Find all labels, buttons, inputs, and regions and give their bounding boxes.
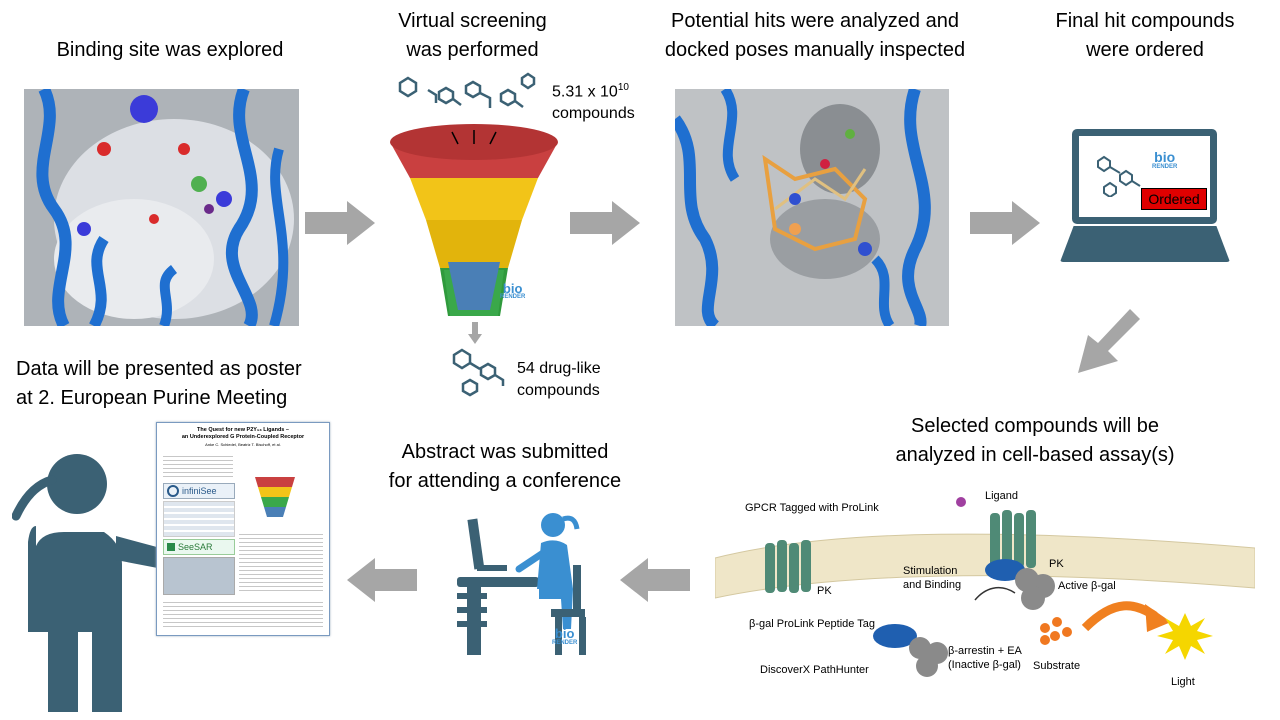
drug-like-line1: 54 drug-like	[517, 360, 601, 377]
vs-caption-line2: was performed	[406, 39, 539, 61]
desk-biorender-logo: bio RENDER	[552, 626, 578, 647]
abstract-caption-line2: for attending a conference	[388, 470, 622, 492]
abstract-caption-line1: Abstract was submitted	[401, 441, 609, 463]
funnel-logo-bio: bio	[502, 281, 523, 296]
result-molecule-icon	[452, 348, 505, 397]
laptop-logo-bio: bio	[1154, 149, 1176, 165]
assay-discoverx-label: DiscoverX PathHunter	[760, 664, 869, 676]
poster-seesar-logo: SeeSAR	[163, 539, 235, 555]
assay-tag-label: β-gal ProLink Peptide Tag	[749, 618, 875, 630]
assay-arrestin-line2: (Inactive β-gal)	[948, 659, 1021, 671]
hits-caption-line2: docked poses manually inspected	[664, 39, 966, 61]
assay-stim-line2: and Binding	[903, 579, 962, 591]
compounds-count-text: 5.31 x 1010 compounds	[552, 77, 662, 125]
ordered-caption-line2: were ordered	[1086, 39, 1204, 61]
seesar-label: SeeSAR	[178, 542, 213, 552]
drug-like-line2: compounds	[517, 382, 600, 399]
arrow-right-2	[570, 201, 640, 245]
poster-authors: Anke C. Schiedel, Beatriz T. Bischoff, e…	[205, 442, 281, 447]
poster-text-block-1	[163, 453, 233, 479]
assay-caption: Selected compounds will be analyzed in c…	[870, 412, 1200, 470]
assay-substrate-label: Substrate	[1033, 660, 1081, 672]
compounds-suffix: compounds	[552, 105, 635, 123]
binding-site-caption: Binding site was explored	[56, 39, 284, 61]
assay-light-label: Light	[1171, 676, 1195, 688]
vs-caption-line1: Virtual screening	[398, 10, 547, 32]
poster-text-block-2	[239, 531, 323, 591]
laptop-keyboard	[1060, 226, 1230, 262]
abstract-caption: Abstract was submitted for attending a c…	[360, 438, 650, 496]
arrow-right-1	[305, 201, 375, 245]
docked-poses-image	[675, 89, 949, 326]
poster-caption-line1: Data will be presented as poster	[16, 358, 302, 380]
seesar-icon	[167, 543, 175, 551]
poster-funnel-mini	[255, 477, 295, 517]
laptop-biorender-logo: bio RENDER	[1152, 149, 1178, 171]
funnel-logo-render: RENDER	[500, 294, 526, 300]
laptop-logo-render: RENDER	[1152, 164, 1178, 170]
ordered-caption: Final hit compounds were ordered	[1030, 7, 1260, 65]
poster-document: The Quest for new P2Y₁₃ Ligands – an Und…	[156, 422, 330, 636]
compounds-exponent: 10	[617, 82, 629, 93]
compounds-base: 5.31 x 10	[552, 83, 618, 101]
desk-logo-render: RENDER	[552, 640, 578, 646]
poster-caption: Data will be presented as poster at 2. E…	[16, 355, 346, 413]
assay-caption-line1: Selected compounds will be	[911, 415, 1159, 437]
assay-active-label: Active β-gal	[1058, 580, 1116, 592]
assay-stimulation-label: Stimulation and Binding	[903, 564, 961, 592]
molecule-cloud-icon	[398, 72, 536, 108]
poster-title: The Quest for new P2Y₁₃ Ligands – an Und…	[157, 427, 329, 441]
drug-like-compounds-text: 54 drug-like compounds	[517, 358, 627, 402]
ordered-caption-line1: Final hit compounds	[1055, 10, 1235, 32]
laptop-icon: bio RENDER Ordered	[1060, 129, 1230, 267]
binding-site-image	[24, 89, 299, 326]
assay-gpcr-label: GPCR Tagged with ProLink	[745, 502, 879, 514]
arrow-left-2	[347, 558, 417, 602]
funnel-biorender-logo: bio RENDER	[500, 281, 526, 301]
assay-pk-right-label: PK	[1049, 558, 1064, 570]
funnel-down-arrow	[468, 322, 482, 344]
infinisee-label: infiniSee	[182, 486, 217, 496]
arrow-down-left	[1078, 305, 1140, 373]
assay-arrestin-line1: β-arrestin + EA	[948, 645, 1022, 657]
presenter-figure-icon	[12, 454, 168, 712]
assay-arrestin-label: β-arrestin + EA (Inactive β-gal)	[948, 644, 1022, 672]
poster-caption-line2: at 2. European Purine Meeting	[16, 387, 288, 409]
arrow-left-1	[620, 558, 690, 602]
assay-stim-line1: Stimulation	[903, 565, 958, 577]
assay-pk-left-label: PK	[817, 585, 832, 597]
poster-text-block-3	[163, 599, 323, 629]
person-at-desk-icon	[457, 513, 586, 655]
infinisee-icon	[167, 485, 179, 497]
virtual-screening-caption: Virtual screening was performed	[360, 7, 585, 65]
assay-ligand-label: Ligand	[985, 490, 1019, 502]
hits-analyzed-caption: Potential hits were analyzed and docked …	[630, 7, 1000, 65]
funnel-bottom	[448, 262, 500, 310]
ordered-badge: Ordered	[1141, 188, 1207, 210]
laptop-molecule-icon	[1097, 155, 1141, 197]
poster-title-line2: an Underexplored G Protein-Coupled Recep…	[181, 434, 305, 440]
poster-title-line1: The Quest for new P2Y₁₃ Ligands –	[197, 427, 289, 433]
poster-infinisee-logo: infiniSee	[163, 483, 235, 499]
hits-caption-line1: Potential hits were analyzed and	[671, 10, 959, 32]
assay-caption-line2: analyzed in cell-based assay(s)	[895, 444, 1175, 466]
arrow-right-3	[970, 201, 1040, 245]
assay-figure: GPCR Tagged with ProLink PK β-gal ProLin…	[715, 488, 1255, 713]
poster-screenshot-1	[163, 501, 235, 537]
desk-logo-bio: bio	[554, 626, 575, 641]
poster-docking-image	[163, 557, 235, 595]
